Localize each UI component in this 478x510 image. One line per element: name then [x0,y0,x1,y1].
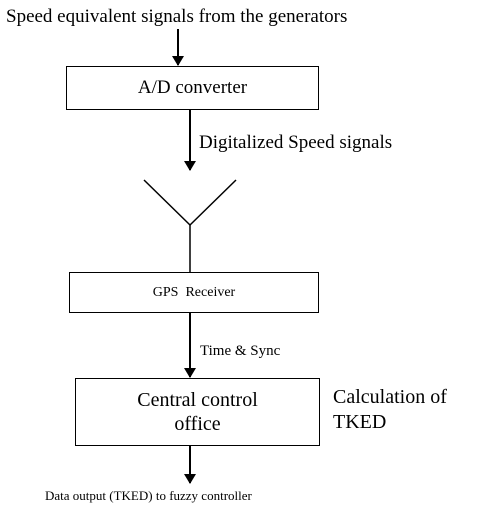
ad-converter-box: A/D converter [66,66,319,110]
central-office-line2: office [174,413,221,435]
digitalized-label: Digitalized Speed signals [199,132,393,153]
output-label: Data output (TKED) to fuzzy controller [45,488,252,503]
ad-converter-label: A/D converter [137,77,248,98]
antenna-left-arm [143,179,191,226]
calculation-line1: Calculation of [333,386,447,408]
gps-receiver-label: GPS Receiver [152,284,236,300]
central-office-line1: Central control [137,389,258,411]
gps-receiver-box: GPS Receiver [69,272,319,313]
time-sync-label: Time & Sync [200,343,281,359]
antenna-right-arm [189,179,237,226]
calculation-line2: TKED [333,411,387,433]
input-label: Speed equivalent signals from the genera… [6,6,348,27]
central-office-box: Central control office [75,378,320,446]
